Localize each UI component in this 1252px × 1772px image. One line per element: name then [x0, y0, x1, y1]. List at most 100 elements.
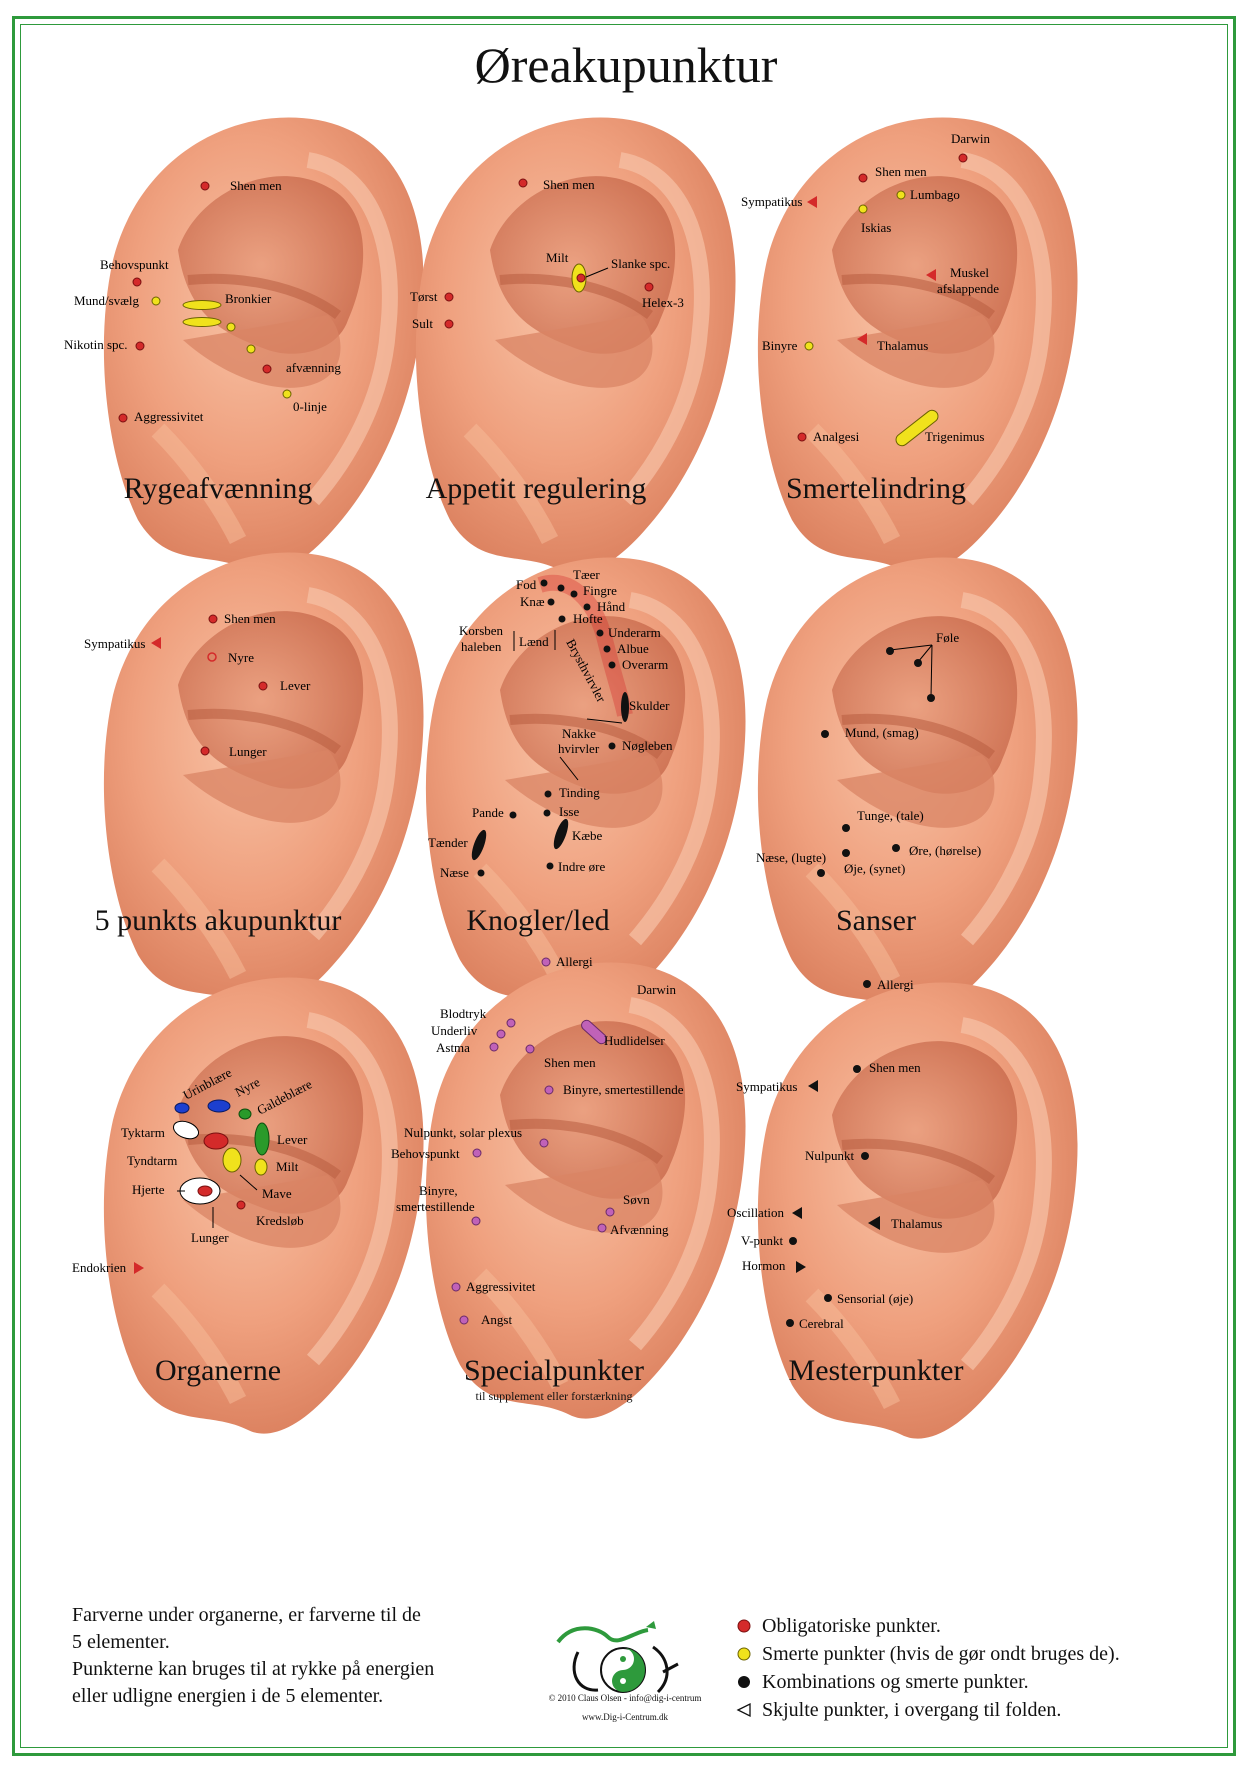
label-haleben: haleben	[461, 639, 502, 654]
point-binyre-2	[471, 1216, 481, 1226]
organ-nyre	[207, 1099, 231, 1113]
ear-6	[758, 558, 1078, 1014]
point-slanke	[576, 273, 586, 283]
point-sympatikus	[808, 1080, 818, 1092]
label-korsben: Korsben	[459, 623, 504, 638]
caption-specialpunkter: Specialpunkter	[464, 1354, 644, 1387]
panel-specialpunkter: Allergi Darwin Blodtryk Underliv Astma H…	[391, 954, 684, 1327]
label-afslappende: afslappende	[937, 281, 999, 296]
label-angst: Angst	[481, 1312, 512, 1327]
label-hudlidelser: Hudlidelser	[604, 1033, 665, 1048]
point-darwin	[958, 153, 968, 163]
label-lumbago: Lumbago	[910, 187, 960, 202]
point-helex	[644, 282, 654, 292]
point-underarm	[596, 629, 604, 637]
label-overarm: Overarm	[622, 657, 668, 672]
point-oscillation	[792, 1207, 802, 1219]
organ-urinblaere	[174, 1102, 190, 1114]
zone-trigenimus	[895, 409, 939, 447]
caption-sanser: Sanser	[836, 904, 916, 937]
subcaption-specialpunkter: til supplement eller forstærkning	[475, 1389, 633, 1403]
point-iskias	[858, 204, 868, 214]
point-foele-3	[927, 694, 935, 702]
label-shen-men: Shen men	[875, 164, 927, 179]
point-kredsloeb	[236, 1200, 246, 1210]
outer-frame	[12, 16, 1236, 1756]
point-naese	[477, 869, 485, 877]
label-sympatikus: Sympatikus	[736, 1079, 797, 1094]
label-trigenimus: Trigenimus	[925, 429, 984, 444]
label-allergi: Allergi	[556, 954, 593, 969]
point-thalamus	[868, 1216, 880, 1230]
point-indre-oere	[546, 862, 554, 870]
label-thalamus: Thalamus	[877, 338, 928, 353]
point-haand	[583, 603, 591, 611]
point-shen-men	[518, 178, 528, 188]
point-bronkier	[226, 322, 236, 332]
label-behovspunkt: Behovspunkt	[100, 257, 169, 272]
organ-tyktarm	[172, 1120, 200, 1140]
label-shen-men: Shen men	[224, 611, 276, 626]
label-cerebral: Cerebral	[799, 1316, 844, 1331]
inner-frame	[20, 24, 1228, 1748]
label-endokrien: Endokrien	[72, 1260, 127, 1275]
label-underliv: Underliv	[431, 1023, 478, 1038]
leader-foele-1	[889, 644, 933, 651]
leader-mave	[239, 1174, 258, 1191]
legend-row-yellow: Smerte punkter (hvis de gør ondt bruges …	[736, 1640, 1120, 1668]
zone-bronkier-2	[182, 317, 222, 327]
point-blodtryk	[506, 1018, 516, 1028]
point-pande	[509, 811, 517, 819]
label-fingre: Fingre	[583, 583, 617, 598]
panel-mesterpunkter: Allergi Shen men Sympatikus Nulpunkt Osc…	[727, 977, 942, 1331]
label-hofte: Hofte	[573, 611, 603, 626]
point-binyre-1	[544, 1085, 554, 1095]
caption-smertelindring: Smertelindring	[786, 472, 966, 505]
label-sensorial: Sensorial (øje)	[837, 1291, 913, 1306]
page-title: Øreakupunktur	[474, 37, 778, 93]
label-foele: Føle	[936, 630, 959, 645]
legend-row-red: Obligatoriske punkter.	[736, 1612, 1120, 1640]
zone-skulder	[621, 692, 629, 722]
legend-row-black: Kombinations og smerte punkter.	[736, 1668, 1120, 1696]
label-aggressivitet: Aggressivitet	[134, 409, 204, 424]
panel-smertelindring: Darwin Shen men Sympatikus Lumbago Iskia…	[741, 131, 999, 447]
label-isse: Isse	[559, 804, 579, 819]
label-tyndtarm: Tyndtarm	[127, 1153, 177, 1168]
zone-kaebe	[553, 818, 569, 850]
point-torst	[444, 292, 454, 302]
point-taeer	[557, 584, 565, 592]
label-astma: Astma	[436, 1040, 470, 1055]
point-hofte	[558, 615, 566, 623]
label-analgesi: Analgesi	[813, 429, 860, 444]
point-naese	[817, 869, 825, 877]
caption-knogler: Knogler/led	[466, 904, 610, 937]
label-skulder: Skulder	[629, 698, 670, 713]
organ-milt	[254, 1158, 268, 1176]
leader-slanke	[585, 267, 609, 278]
point-nulpunkt	[861, 1152, 869, 1160]
label-kaebe: Kæbe	[572, 828, 603, 843]
legend-text: Skjulte punkter, i overgang til folden.	[762, 1698, 1062, 1721]
footer-line: 5 elementer.	[72, 1631, 170, 1653]
label-underarm: Underarm	[608, 625, 661, 640]
label-allergi: Allergi	[877, 977, 914, 992]
legend: Obligatoriske punkter. Smerte punkter (h…	[736, 1612, 1120, 1724]
label-0-linje: 0-linje	[293, 399, 327, 414]
label-binyre-2a: Binyre,	[419, 1183, 458, 1198]
point-angst	[459, 1315, 469, 1325]
point-afvaenning	[597, 1223, 607, 1233]
label-torst: Tørst	[410, 289, 438, 304]
caption-rygeafvaenning: Rygeafvænning	[123, 472, 313, 505]
label-thalamus: Thalamus	[891, 1216, 942, 1231]
label-nulpunkt: Nulpunkt	[805, 1148, 855, 1163]
zone-hudlidelser	[581, 1019, 607, 1045]
point-allergi	[541, 957, 551, 967]
label-kredsloeb: Kredsløb	[256, 1213, 304, 1228]
point-binyre	[804, 341, 814, 351]
dig-i-centrum-logo	[556, 1621, 679, 1694]
label-oscillation: Oscillation	[727, 1205, 785, 1220]
label-oeje: Øje, (synet)	[844, 861, 905, 876]
label-shen-men: Shen men	[230, 178, 282, 193]
label-naese: Næse	[440, 865, 469, 880]
